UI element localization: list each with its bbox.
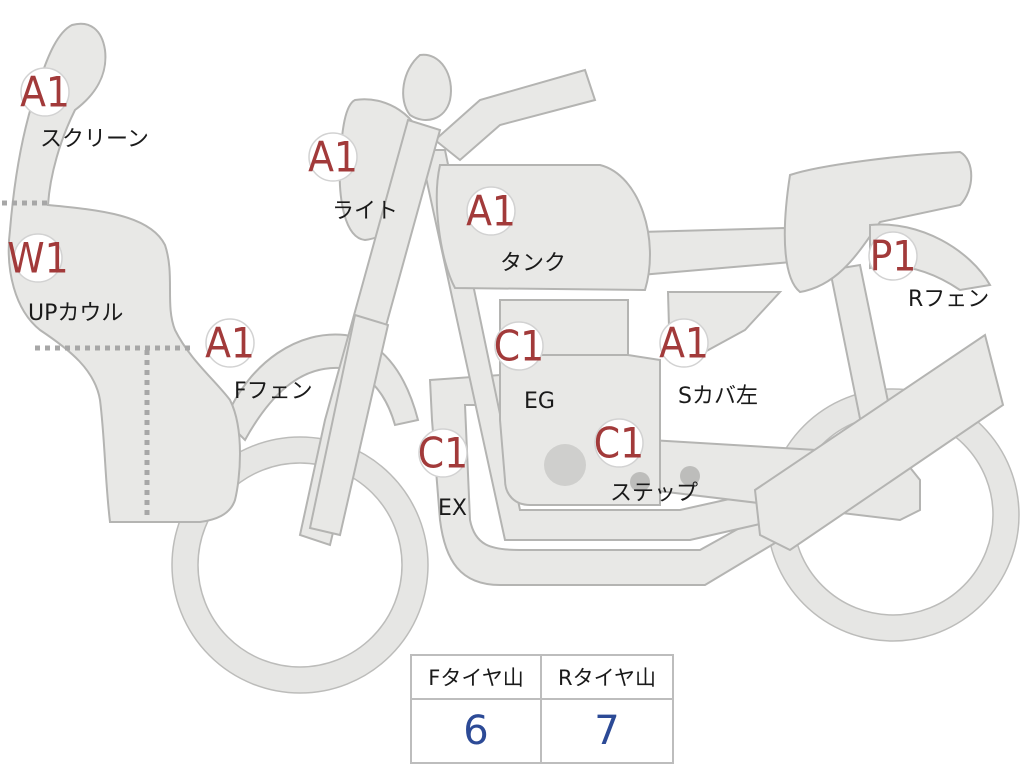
label-r-fender: P1 Rフェン: [868, 231, 989, 312]
grade-screen: A1: [20, 68, 70, 117]
grade-step: C1: [594, 419, 644, 468]
mirror-shape: [402, 53, 452, 121]
part-name-f-fender: Fフェン: [234, 379, 313, 404]
handlebar-shape: [433, 68, 597, 162]
label-light: A1 ライト: [308, 132, 398, 224]
subframe-shape: [639, 226, 794, 277]
label-exhaust: C1 EX: [418, 428, 468, 521]
rear-plate-shape: [753, 333, 1005, 552]
label-tank: A1 タンク: [466, 186, 566, 276]
label-step: C1 ステップ: [594, 418, 698, 506]
front-tire-value: 6: [412, 700, 542, 762]
part-name-upcowl: UPカウル: [28, 301, 123, 326]
grade-f-fender: A1: [205, 319, 255, 368]
cowl-shape: [7, 22, 241, 523]
grade-side-cover: A1: [659, 319, 709, 368]
part-name-step: ステップ: [610, 481, 698, 506]
part-name-tank: タンク: [500, 251, 566, 276]
front-wheel: [171, 436, 429, 694]
grade-tank: A1: [466, 187, 516, 236]
tire-tread-table: Fタイヤ山 Rタイヤ山 6 7: [410, 654, 674, 764]
part-name-light: ライト: [332, 199, 398, 224]
label-side-cover: A1 Sカバ左: [659, 318, 758, 409]
grade-upcowl: W1: [7, 234, 68, 283]
label-f-fender: A1 Fフェン: [205, 318, 313, 404]
label-screen: A1 スクリーン: [20, 67, 149, 152]
grade-light: A1: [308, 133, 358, 182]
part-name-exhaust: EX: [438, 496, 467, 521]
seat-shape: [783, 150, 973, 294]
label-upcowl: W1 UPカウル: [7, 233, 123, 326]
rear-tire-value: 7: [594, 708, 620, 754]
grade-engine: C1: [494, 322, 544, 371]
grade-r-fender: P1: [870, 232, 917, 281]
part-name-engine: EG: [524, 389, 555, 414]
front-tire-header: Fタイヤ山: [412, 656, 542, 700]
label-engine: C1 EG: [494, 321, 555, 414]
fork-slider-shape: [308, 313, 390, 537]
part-name-r-fender: Rフェン: [908, 287, 989, 312]
part-name-side-cover: Sカバ左: [678, 384, 758, 409]
rear-tire-header: Rタイヤ山: [542, 656, 672, 700]
grade-exhaust: C1: [418, 429, 468, 478]
part-name-screen: スクリーン: [40, 127, 149, 152]
